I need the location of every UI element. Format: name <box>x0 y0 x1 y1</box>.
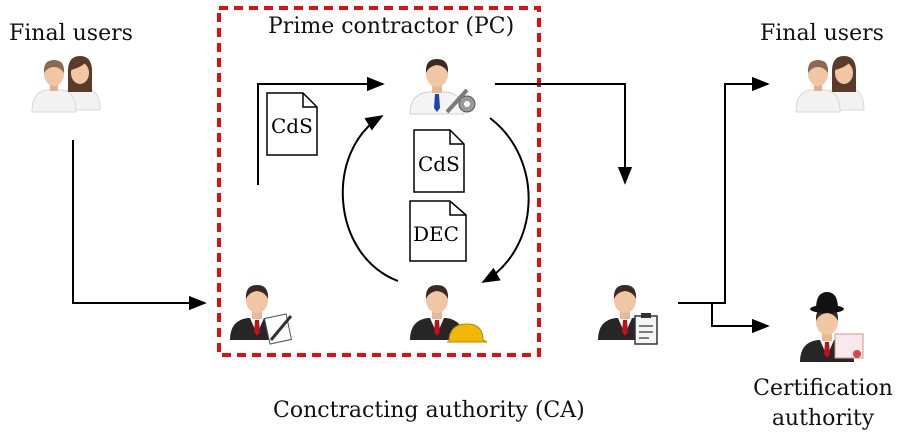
svg-text:CdS: CdS <box>418 152 460 176</box>
certification-authority-label-line1: Certification <box>753 376 893 401</box>
document-cds-left: CdS <box>266 92 318 156</box>
final-users-left-label: Final users <box>9 21 133 46</box>
arrow-writer-to-engineer <box>257 76 385 185</box>
users-group-icon <box>795 55 865 113</box>
engineer-wrench-icon <box>409 59 476 115</box>
svg-text:CdS: CdS <box>271 114 313 138</box>
arrow-inspector-to-certification <box>678 302 770 334</box>
clipboard-man-icon <box>598 285 658 345</box>
prime-contractor-label: Prime contractor (PC) <box>268 14 515 39</box>
arrow-inspector-to-final-users <box>678 76 770 304</box>
certification-authority-label-line2: authority <box>771 406 875 431</box>
bowler-hat-certificate-icon <box>800 292 864 362</box>
document-dec-center: DEC <box>409 200 467 262</box>
arrow-users-to-writer <box>72 140 207 311</box>
prime-contractor-boundary <box>217 6 541 357</box>
arrow-engineer-to-inspector <box>495 83 633 185</box>
svg-text:DEC: DEC <box>413 222 459 246</box>
final-users-right-label: Final users <box>760 21 884 46</box>
document-cds-center: CdS <box>413 129 465 193</box>
writer-pen-icon <box>230 285 293 345</box>
arrow-engineer-to-worker <box>481 117 530 283</box>
worker-helmet-icon <box>410 285 488 343</box>
arrow-worker-to-engineer <box>341 115 399 282</box>
contracting-authority-label: Conctracting authority (CA) <box>273 398 585 423</box>
users-group-icon <box>31 55 101 113</box>
